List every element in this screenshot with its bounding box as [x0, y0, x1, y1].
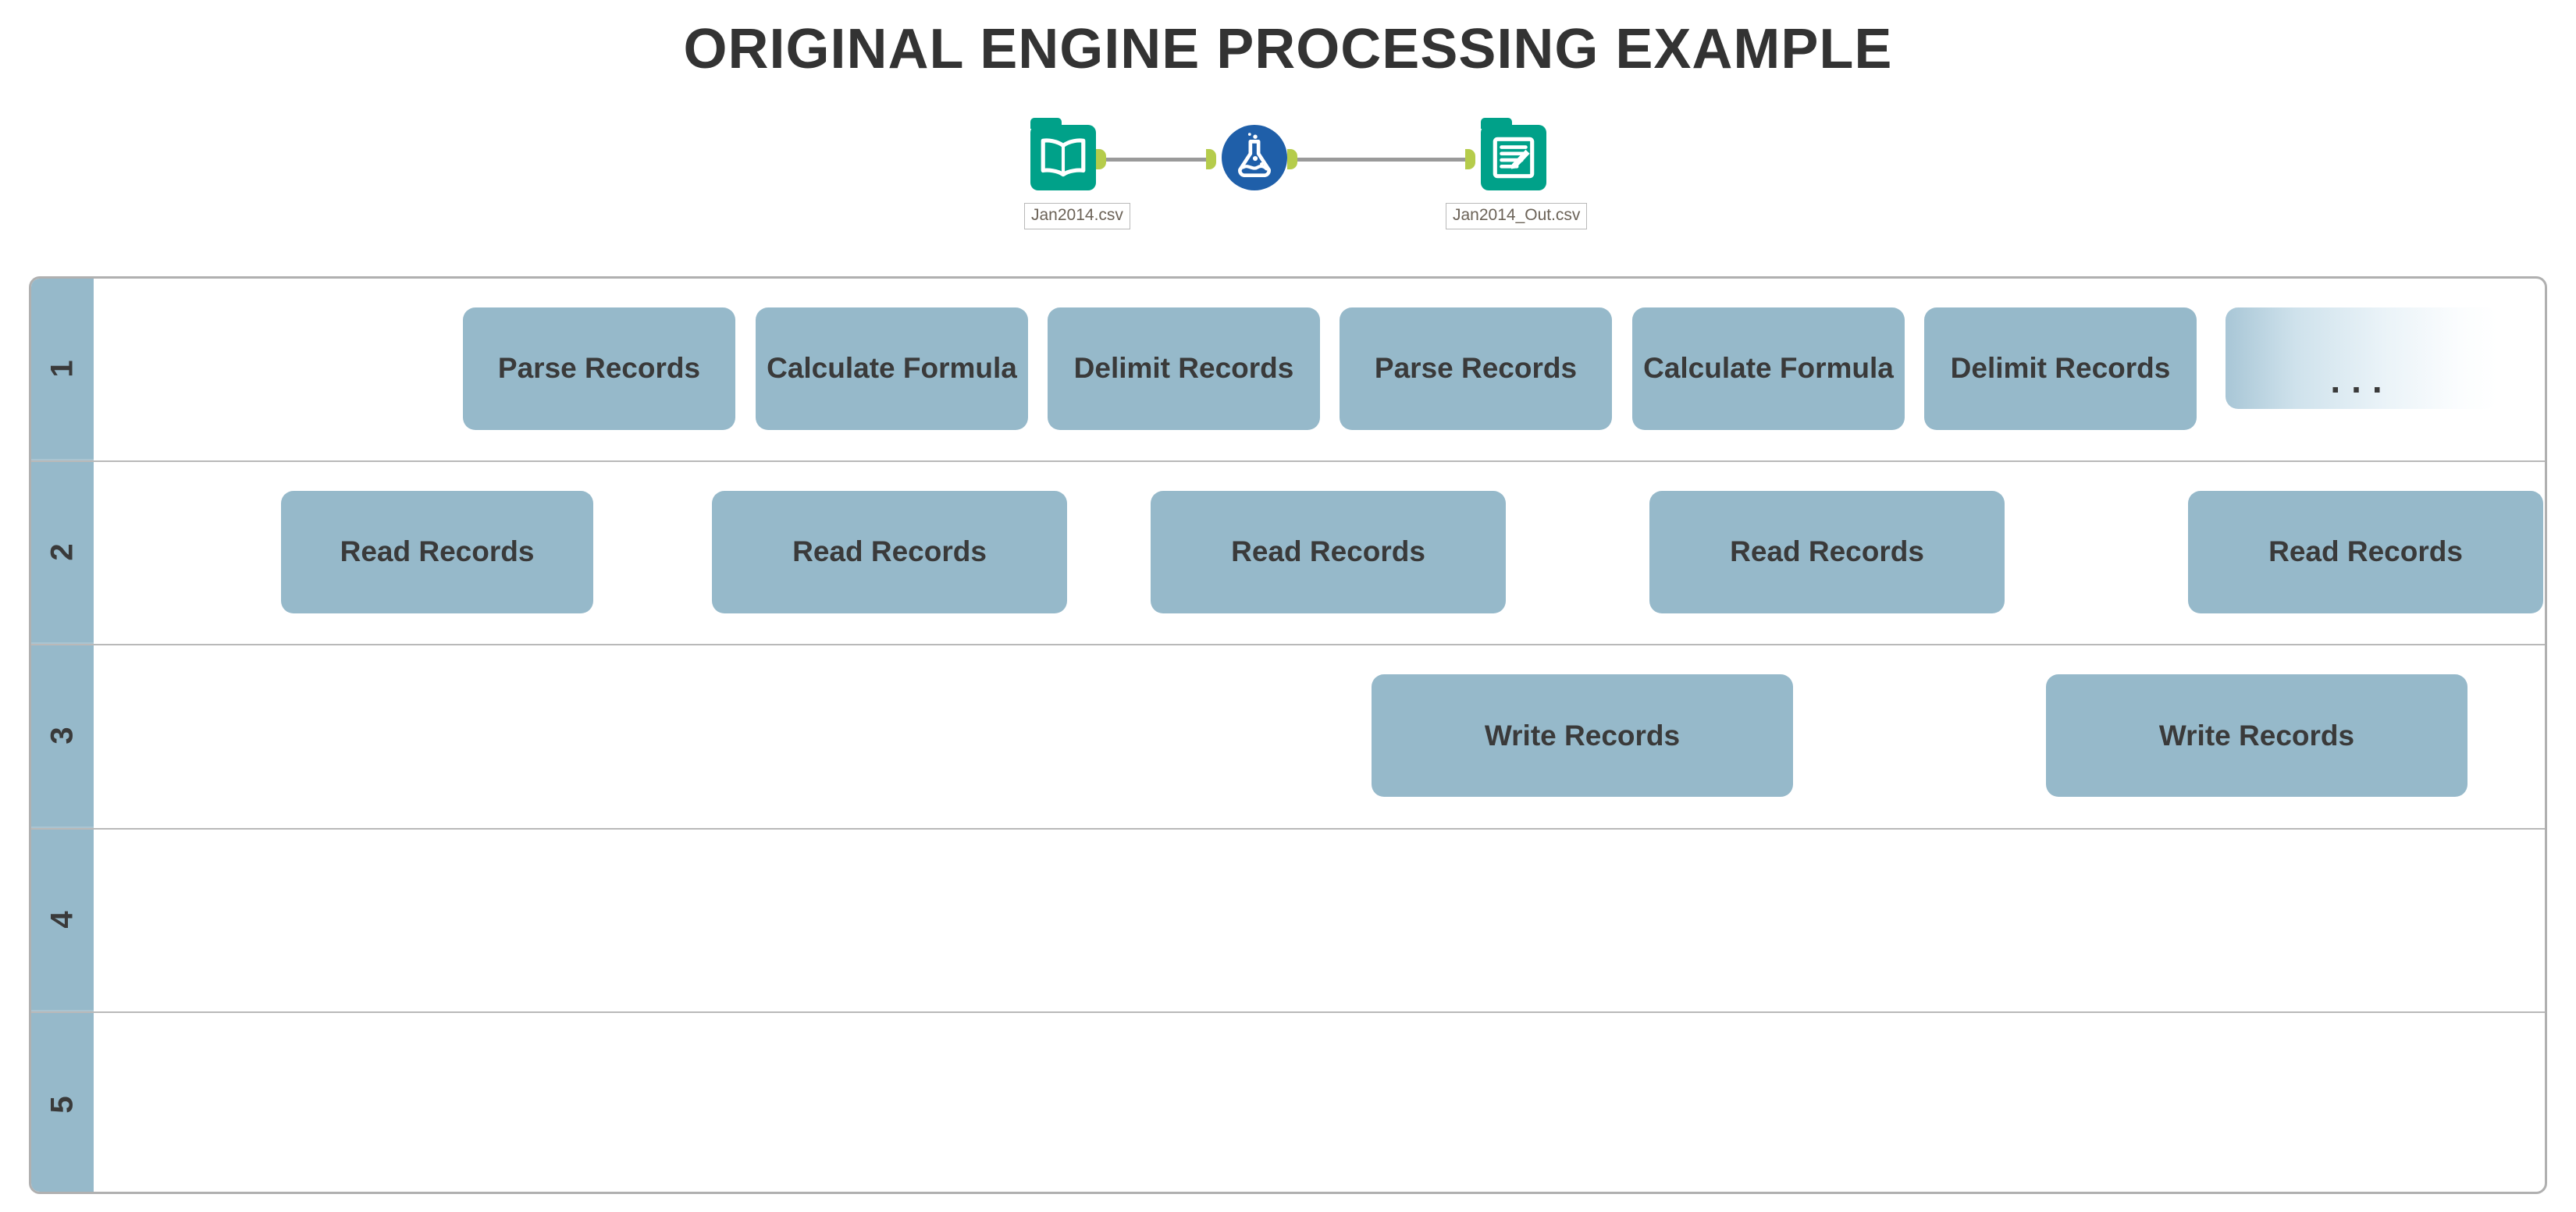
workflow-label-output: Jan2014_Out.csv [1446, 203, 1588, 230]
wire-formula-to-output [1297, 158, 1465, 162]
input-output-connector-icon [1096, 149, 1106, 169]
row-label-text: 4 [44, 911, 80, 929]
output-input-connector-icon [1465, 149, 1475, 169]
grid-row-5: 5 [31, 1012, 2545, 1192]
task-block[interactable]: Parse Records [1340, 307, 1612, 430]
formula-input-connector-icon [1206, 149, 1216, 169]
task-block-label: Write Records [2158, 719, 2355, 752]
output-data-document-icon [1481, 118, 1546, 190]
task-block-label: Delimit Records [1950, 352, 2171, 385]
workflow-node-output[interactable] [1481, 118, 1546, 190]
row-track-2: Read Records Read Records Read Records Read… [94, 462, 2545, 644]
task-block[interactable]: Read Records [2188, 491, 2543, 614]
row-label-text: 1 [44, 360, 80, 378]
task-block-label: Calculate Formula [1643, 352, 1894, 385]
formula-flask-icon [1222, 125, 1287, 190]
task-block[interactable]: Read Records [281, 491, 593, 614]
grid-row-1: 1 Parse Records Calculate Formula Delimit R… [31, 279, 2545, 463]
task-block[interactable]: Write Records [2046, 674, 2467, 798]
row-track-4 [94, 830, 2545, 1011]
task-block-label: Read Records [1231, 535, 1425, 568]
task-block[interactable]: Calculate Formula [756, 307, 1028, 430]
formula-output-connector-icon [1287, 149, 1297, 169]
flask-glyph-icon [1238, 133, 1271, 178]
task-block-label: Read Records [792, 535, 987, 568]
processing-grid: 1 Parse Records Calculate Formula Delimit R… [29, 276, 2547, 1194]
task-block-label: Write Records [1484, 719, 1681, 752]
row-track-1: Parse Records Calculate Formula Delimit Re… [94, 279, 2545, 460]
row-track-3: Write Records Write Records [94, 645, 2545, 827]
task-block[interactable]: Read Records [1151, 491, 1506, 614]
book-glyph-icon [1041, 138, 1086, 177]
grid-row-4: 4 [31, 829, 2545, 1013]
task-block-label: Delimit Records [1073, 352, 1294, 385]
row-label-text: 5 [44, 1096, 80, 1114]
task-block[interactable]: Delimit Records [1048, 307, 1320, 430]
input-data-book-icon [1030, 118, 1096, 190]
workflow-node-formula[interactable] [1222, 125, 1287, 190]
row-label-2: 2 [31, 462, 94, 645]
task-block-label: Parse Records [1374, 352, 1578, 385]
page-title: ORIGINAL ENGINE PROCESSING EXAMPLE [683, 18, 1893, 80]
workflow-label-input: Jan2014.csv [1024, 203, 1130, 230]
task-block[interactable]: Calculate Formula [1632, 307, 1905, 430]
row-label-1: 1 [31, 279, 94, 461]
row-label-5: 5 [31, 1012, 94, 1192]
workflow-node-input[interactable] [1030, 118, 1096, 190]
wire-input-to-formula [1106, 158, 1206, 162]
task-block[interactable]: Delimit Records [1924, 307, 2197, 430]
task-block-label: Read Records [340, 535, 535, 568]
row-label-3: 3 [31, 645, 94, 828]
task-block-label: Read Records [2268, 535, 2463, 568]
task-block-label: Read Records [1730, 535, 1924, 568]
task-block[interactable]: Read Records [712, 491, 1067, 614]
task-block[interactable]: Read Records [1649, 491, 2005, 614]
row-label-text: 3 [44, 727, 80, 745]
row-track-5 [94, 1013, 2545, 1192]
task-block[interactable]: ... [2226, 307, 2498, 409]
document-pencil-glyph-icon [1493, 137, 1535, 179]
task-block[interactable]: Parse Records [463, 307, 735, 430]
row-label-4: 4 [31, 829, 94, 1011]
task-block-label: Calculate Formula [767, 352, 1017, 385]
row-label-text: 2 [44, 543, 80, 561]
grid-row-3: 3 Write Records Write Records [31, 645, 2545, 830]
ellipsis-indicator: ... [2330, 359, 2393, 400]
task-block[interactable]: Write Records [1372, 674, 1793, 798]
workflow-diagram: Jan2014.csv Jan2014_Out.csv [1024, 118, 1588, 242]
task-block-label: Parse Records [497, 352, 701, 385]
